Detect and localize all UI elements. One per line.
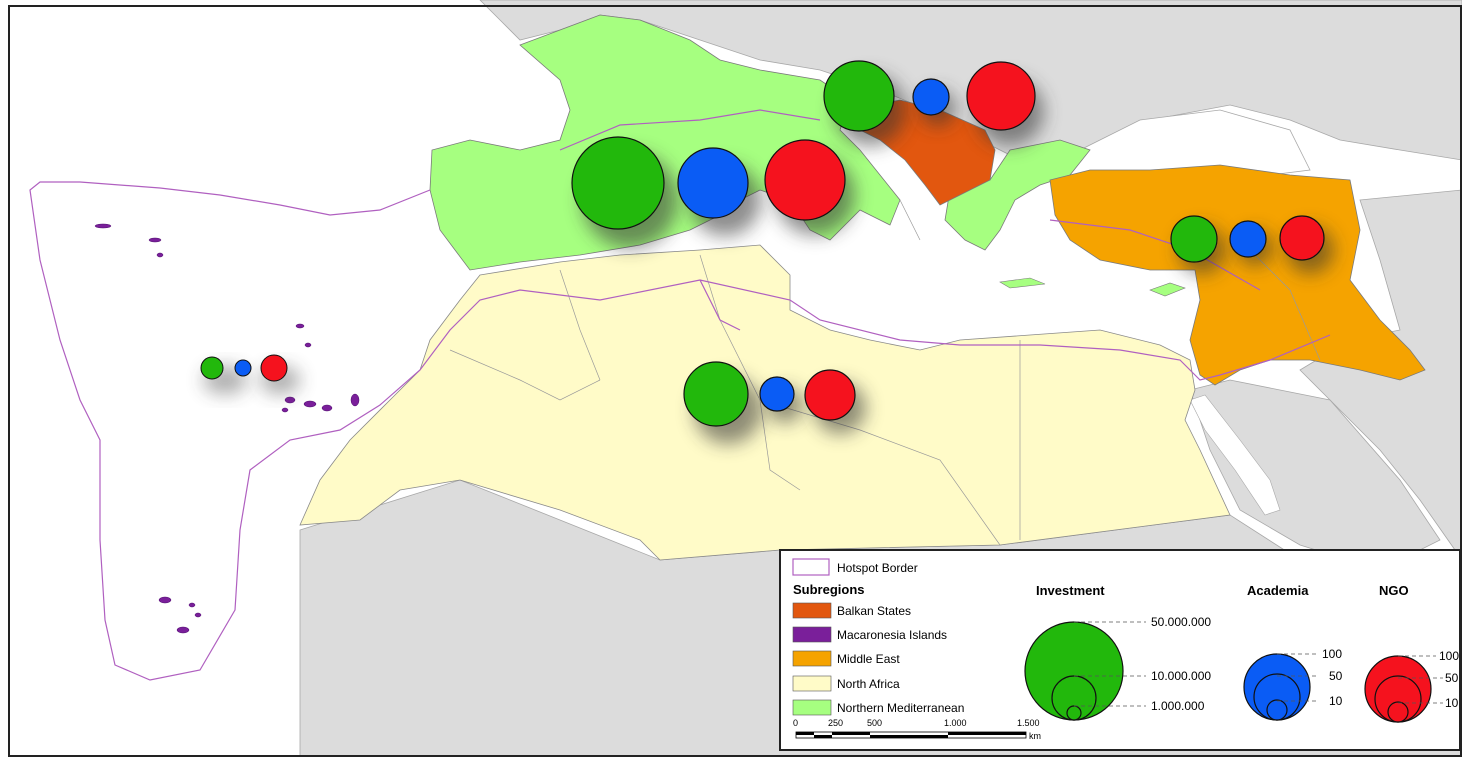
investment-title: Investment [1036,583,1105,598]
academia-legend-small [1266,699,1288,721]
scale-tick-1000: 1.000 [944,718,967,728]
academia-bubble [234,359,252,377]
bubble-group-balkan-states [823,60,1044,146]
investment-level-50m: 50.000.000 [1151,615,1211,629]
hotspot-border-label: Hotspot Border [837,561,918,575]
subregion-label-middle-east: Middle East [837,652,900,666]
investment-bubble [571,136,665,230]
investment-bubble [683,361,749,427]
ngo-bubble [804,369,856,421]
investment-legend-small [1066,705,1082,721]
scale-tick-1500: 1.500 [1017,718,1040,728]
bubble-group-north-africa [683,361,866,444]
swatch-macaronesia [792,626,832,643]
scale-tick-0: 0 [793,718,798,728]
ngo-bubble [966,61,1036,131]
swatch-balkan [792,602,832,619]
swatch-northern-med [792,699,832,716]
region-northern-med [429,14,901,271]
ngo-bubble [764,139,846,221]
academia-title: Academia [1247,583,1309,598]
investment-bubble [823,60,895,132]
swatch-middle-east [792,650,832,667]
subregion-label-northern-med: Northern Mediterranean [837,701,964,715]
scale-tick-500: 500 [867,718,882,728]
subregion-label-balkan: Balkan States [837,604,911,618]
region-northern-med-cyprus [1149,282,1186,297]
ngo-level-10: 10 [1445,696,1459,710]
bubble-group-northern-med [571,136,855,248]
bubble-group-middle-east [1170,215,1334,274]
hotspot-border [29,109,1331,681]
academia-level-10: 10 [1329,694,1343,708]
map-legend: Hotspot Border Subregions Balkan States … [779,549,1461,751]
region-northern-med-crete [999,277,1046,289]
subregion-label-north-africa: North Africa [837,677,900,691]
region-macaronesia [94,223,360,634]
hotspot-border-swatch [792,558,830,576]
academia-bubble [759,376,795,412]
academia-bubble [912,78,950,116]
scale-unit: km [1029,731,1041,741]
investment-level-1m: 1.000.000 [1151,699,1205,713]
investment-bubble [200,356,224,380]
swatch-north-africa [792,675,832,692]
ngo-bubble [260,354,288,382]
scale-tick-250: 250 [828,718,843,728]
scale-bar: 0 250 500 1.000 1.500 km [793,718,1041,741]
subregions-title: Subregions [793,582,865,597]
investment-bubble [1170,215,1218,263]
ngo-level-50: 50 [1445,671,1459,685]
ngo-title: NGO [1379,583,1409,598]
investment-level-10m: 10.000.000 [1151,669,1211,683]
academia-level-50: 50 [1329,669,1343,683]
academia-bubble [1229,220,1267,258]
region-northern-med-greece [944,139,1091,251]
region-middle-east [1049,164,1426,386]
academia-bubble [677,147,749,219]
land-arabia [1189,379,1441,571]
bubble-group-macaronesia [200,354,300,394]
ngo-legend-small [1387,701,1409,723]
map-frame [8,5,1462,757]
ngo-level-100: 100 [1439,649,1459,663]
academia-level-100: 100 [1322,647,1342,661]
ngo-bubble [1279,215,1325,261]
red-sea [1189,394,1281,516]
subregion-label-macaronesia: Macaronesia Islands [837,628,947,642]
